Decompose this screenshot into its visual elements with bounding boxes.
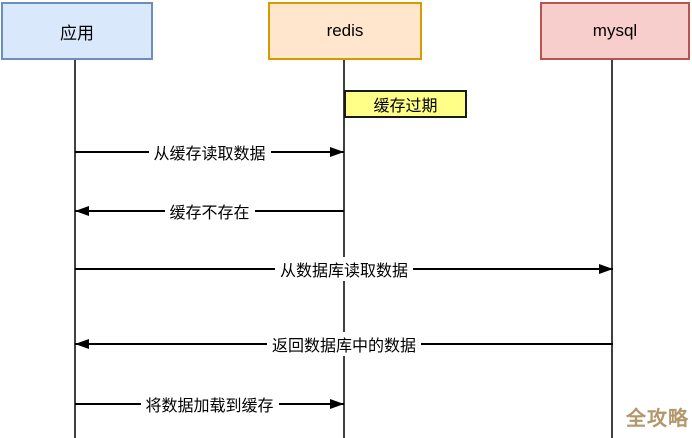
watermark: 全攻略 xyxy=(626,408,689,430)
arrowhead-left-icon xyxy=(75,339,89,349)
participant-app: 应用 xyxy=(1,2,153,60)
arrowhead-left-icon xyxy=(75,206,89,216)
note-label: 缓存过期 xyxy=(373,98,438,115)
message-label: 缓存不存在 xyxy=(164,199,255,223)
message-load-into-cache: 将数据加载到缓存 xyxy=(75,389,344,419)
lifeline-app xyxy=(74,60,76,438)
arrowhead-right-icon xyxy=(330,147,344,157)
message-label: 从缓存读取数据 xyxy=(148,140,271,164)
lifeline-mysql xyxy=(611,60,613,438)
participant-mysql-label: mysql xyxy=(592,21,638,40)
participant-redis-label: redis xyxy=(326,21,364,40)
message-return-db-data: 返回数据库中的数据 xyxy=(75,329,613,359)
message-label: 将数据加载到缓存 xyxy=(140,392,279,416)
message-cache-miss: 缓存不存在 xyxy=(75,196,344,226)
message-read-from-db: 从数据库读取数据 xyxy=(75,254,613,284)
note-cache-expired: 缓存过期 xyxy=(344,90,467,118)
message-label: 从数据库读取数据 xyxy=(274,257,414,281)
participant-redis: redis xyxy=(268,2,422,60)
participant-mysql: mysql xyxy=(540,2,690,60)
participant-app-label: 应用 xyxy=(60,23,94,43)
lifeline-redis xyxy=(343,60,345,438)
arrowhead-right-icon xyxy=(599,264,613,274)
arrowhead-right-icon xyxy=(330,399,344,409)
message-read-from-cache: 从缓存读取数据 xyxy=(75,137,344,167)
message-label: 返回数据库中的数据 xyxy=(266,332,422,356)
